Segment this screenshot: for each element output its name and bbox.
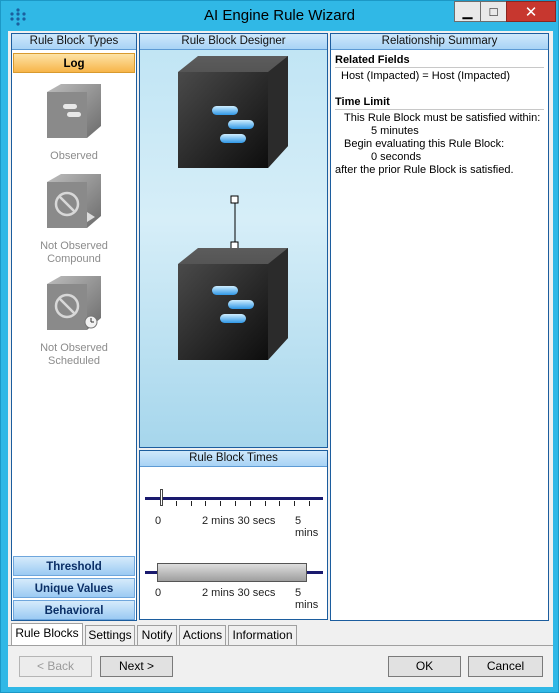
related-fields-text: Host (Impacted) = Host (Impacted) bbox=[341, 70, 511, 82]
connector-handle-top[interactable] bbox=[230, 195, 239, 204]
timeline-range[interactable]: 0 2 mins 30 secs 5 mins bbox=[145, 563, 323, 611]
rule-block-designer-panel: Rule Block Designer bbox=[139, 33, 328, 448]
back-button[interactable]: < Back bbox=[19, 656, 92, 677]
rule-block-types-panel: Rule Block Types Log Observed bbox=[11, 33, 137, 621]
time-limit-heading: Time Limit bbox=[335, 96, 544, 110]
panel-title: Rule Block Times bbox=[140, 451, 327, 467]
timeline-tick bbox=[279, 501, 281, 506]
not-observed-compound-icon bbox=[47, 174, 101, 228]
block-label-line2: Compound bbox=[47, 253, 101, 265]
timeline-end-label: 5 mins bbox=[295, 515, 319, 539]
tab-settings[interactable]: Settings bbox=[85, 625, 135, 645]
timeline-tick bbox=[235, 501, 236, 506]
not-observed-scheduled-icon bbox=[47, 276, 101, 330]
close-icon: ✕ bbox=[524, 3, 538, 21]
next-button[interactable]: Next > bbox=[100, 656, 173, 677]
block-label-line2: Scheduled bbox=[48, 355, 100, 367]
close-button[interactable]: ✕ bbox=[506, 1, 556, 22]
maximize-icon: □ bbox=[489, 4, 498, 19]
time-limit-line: This Rule Block must be satisfied within… bbox=[344, 112, 541, 124]
observed-cube-icon bbox=[47, 84, 101, 138]
time-limit-value: 5 minutes bbox=[371, 125, 419, 137]
wizard-tabs: Rule Blocks Settings Notify Actions Info… bbox=[11, 623, 551, 646]
timeline-tick bbox=[190, 501, 192, 506]
panel-title: Relationship Summary bbox=[331, 34, 548, 50]
time-limit-value: 0 seconds bbox=[371, 151, 422, 163]
connector-handle-bottom[interactable] bbox=[230, 241, 239, 250]
block-label-line1: Not Observed bbox=[40, 240, 108, 252]
block-label: Observed bbox=[50, 150, 98, 162]
minimize-icon: ▁ bbox=[462, 3, 473, 19]
category-unique-values-button[interactable]: Unique Values bbox=[13, 578, 135, 598]
maximize-button[interactable]: □ bbox=[480, 1, 507, 22]
window-title: AI Engine Rule Wizard bbox=[204, 7, 355, 24]
timeline-mid-label: 2 mins 30 secs bbox=[202, 515, 276, 527]
timeline-tick bbox=[249, 501, 251, 506]
designer-canvas bbox=[178, 56, 288, 360]
tab-actions[interactable]: Actions bbox=[179, 625, 226, 645]
timeline-tick bbox=[205, 501, 207, 506]
timeline-range-bar[interactable] bbox=[157, 563, 307, 582]
block-label-line1: Not Observed bbox=[40, 342, 108, 354]
timeline-tick bbox=[309, 501, 310, 506]
timeline-tick bbox=[175, 501, 177, 506]
block-not-observed-scheduled[interactable]: Not Observed Scheduled bbox=[12, 274, 136, 368]
timeline-start-label: 0 bbox=[155, 515, 162, 527]
tab-information[interactable]: Information bbox=[228, 625, 297, 645]
timeline-tick bbox=[264, 501, 266, 506]
tab-notify[interactable]: Notify bbox=[137, 625, 177, 645]
timeline-single[interactable]: 0 2 mins 30 secs 5 mins bbox=[145, 489, 323, 539]
minimize-button[interactable]: ▁ bbox=[454, 1, 481, 22]
time-limit-line: Begin evaluating this Rule Block: bbox=[344, 138, 505, 150]
relationship-summary-panel: Relationship Summary Related Fields Host… bbox=[330, 33, 549, 621]
timeline-end-label: 5 mins bbox=[295, 587, 319, 611]
timeline-start-label: 0 bbox=[155, 587, 162, 599]
panel-title: Rule Block Types bbox=[12, 34, 136, 50]
category-threshold-button[interactable]: Threshold bbox=[13, 556, 135, 576]
app-logo-icon bbox=[10, 8, 26, 26]
block-observed[interactable]: Observed bbox=[12, 82, 136, 163]
block-not-observed-compound[interactable]: Not Observed Compound bbox=[12, 172, 136, 266]
cancel-button[interactable]: Cancel bbox=[468, 656, 543, 677]
timeline-tick bbox=[294, 501, 296, 506]
panel-title: Rule Block Designer bbox=[140, 34, 327, 50]
rule-block-2[interactable] bbox=[178, 248, 288, 360]
tab-rule-blocks[interactable]: Rule Blocks bbox=[11, 623, 83, 646]
wizard-client-area: Rule Block Types Log Observed bbox=[8, 31, 553, 687]
time-limit-line: after the prior Rule Block is satisfied. bbox=[335, 164, 514, 176]
rule-block-1[interactable] bbox=[178, 56, 288, 168]
title-bar[interactable]: AI Engine Rule Wizard ▁ □ ✕ bbox=[1, 1, 558, 31]
timeline-marker-thumb[interactable] bbox=[160, 489, 163, 506]
category-behavioral-button[interactable]: Behavioral bbox=[13, 600, 135, 620]
ok-button[interactable]: OK bbox=[388, 656, 461, 677]
category-log-button[interactable]: Log bbox=[13, 53, 135, 73]
rule-block-times-panel: Rule Block Times 0 2 mins 30 secs 5 mins… bbox=[139, 450, 328, 620]
timeline-mid-label: 2 mins 30 secs bbox=[202, 587, 276, 599]
timeline-tick bbox=[220, 501, 222, 506]
related-fields-heading: Related Fields bbox=[335, 54, 544, 68]
